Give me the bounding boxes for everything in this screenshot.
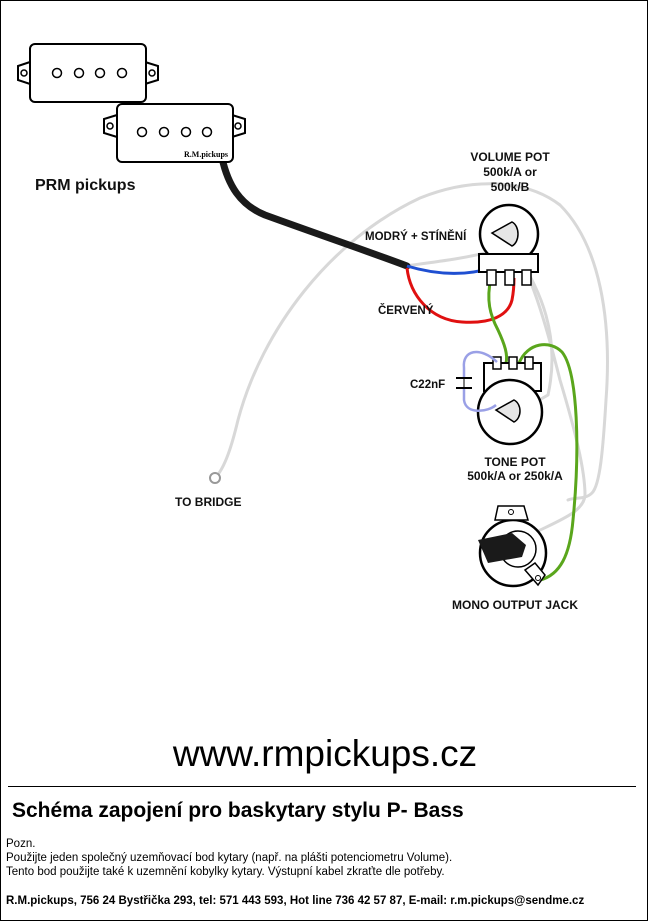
output-jack [478,505,548,588]
mount-screw-icon [148,69,156,77]
bridge-terminal-icon [209,472,221,484]
bridge-ground-wire [213,182,609,502]
page-title: Schéma zapojení pro baskytary stylu P- B… [12,799,464,822]
notes-heading: Pozn. [6,838,36,850]
tone-pot [476,356,544,446]
volume-pot-label-line-3: 500k/B [491,180,530,194]
bridge-label: TO BRIDGE [175,495,241,509]
ground-lug-icon [494,399,521,423]
mount-screw-icon [20,69,28,77]
green-wires [487,276,579,582]
blue-wire-label: MODRÝ + STÍNĚNÍ [365,230,467,243]
footer-contact: R.M.pickups, 756 24 Bystřička 293, tel: … [6,895,585,907]
website-url: www.rmpickups.cz [172,733,478,774]
volume-pot-label-line-1: VOLUME POT [470,150,550,164]
mount-screw-icon [234,122,242,130]
red-wire-label: ČERVENÝ [378,304,434,317]
volume-pot-label-line-2: 500k/A or [483,165,537,179]
tone-pot-label-line-2: 500k/A or 250k/A [467,469,563,483]
capacitor [456,350,498,412]
divider [8,786,636,787]
jack-label: MONO OUTPUT JACK [452,598,578,612]
volume-pot [478,203,540,286]
pickup-brand: R.M.pickups [184,150,228,159]
notes-line: Použijte jeden společný uzemňovací bod k… [6,852,453,864]
notes-line: Tento bod použijte také k uzemnění kobyl… [6,866,445,878]
pickup-1 [17,43,159,103]
capacitor-label: C22nF [410,379,445,391]
volume-to-tone-green-wire [487,276,509,365]
ground-lug-icon [490,221,519,247]
pickup-shield-cable [218,154,411,270]
notes: Pozn. Použijte jeden společný uzemňovací… [6,837,452,879]
pickups-label: PRM pickups [35,177,136,194]
tone-pot-label-line-1: TONE POT [484,455,546,469]
red-wire [405,267,516,324]
pickup-2: R.M.pickups [103,103,246,163]
tone-to-jack-green-wire [517,343,579,582]
mount-screw-icon [106,122,114,130]
